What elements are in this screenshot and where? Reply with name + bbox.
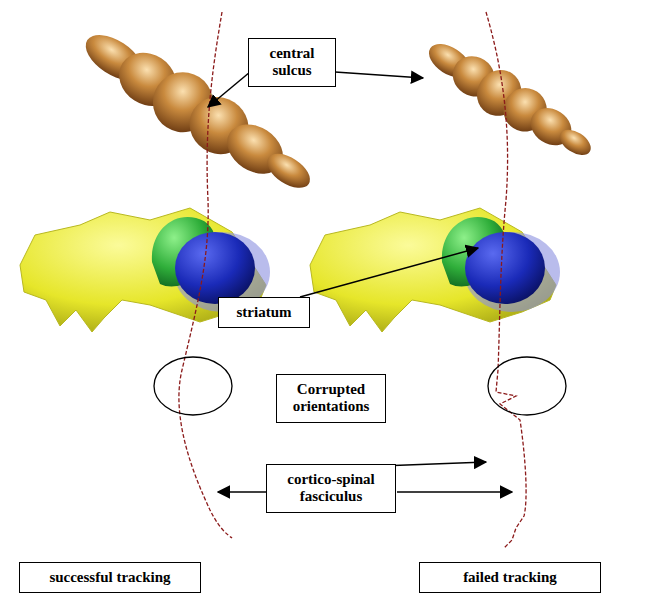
box-label: Corrupted orientations — [285, 381, 377, 416]
box-label: successful tracking — [28, 569, 192, 586]
box-label: central sulcus — [257, 45, 327, 80]
callout-box: striatum — [218, 297, 310, 328]
caption-box: successful tracking — [19, 562, 201, 593]
caption-box: failed tracking — [419, 562, 601, 593]
box-label: cortico-spinal fasciculus — [275, 471, 387, 506]
callout-box: cortico-spinal fasciculus — [266, 464, 396, 513]
callout-box: central sulcus — [248, 38, 336, 87]
callout-box: Corrupted orientations — [276, 374, 386, 423]
box-label: striatum — [227, 304, 301, 321]
box-label: failed tracking — [428, 569, 592, 586]
